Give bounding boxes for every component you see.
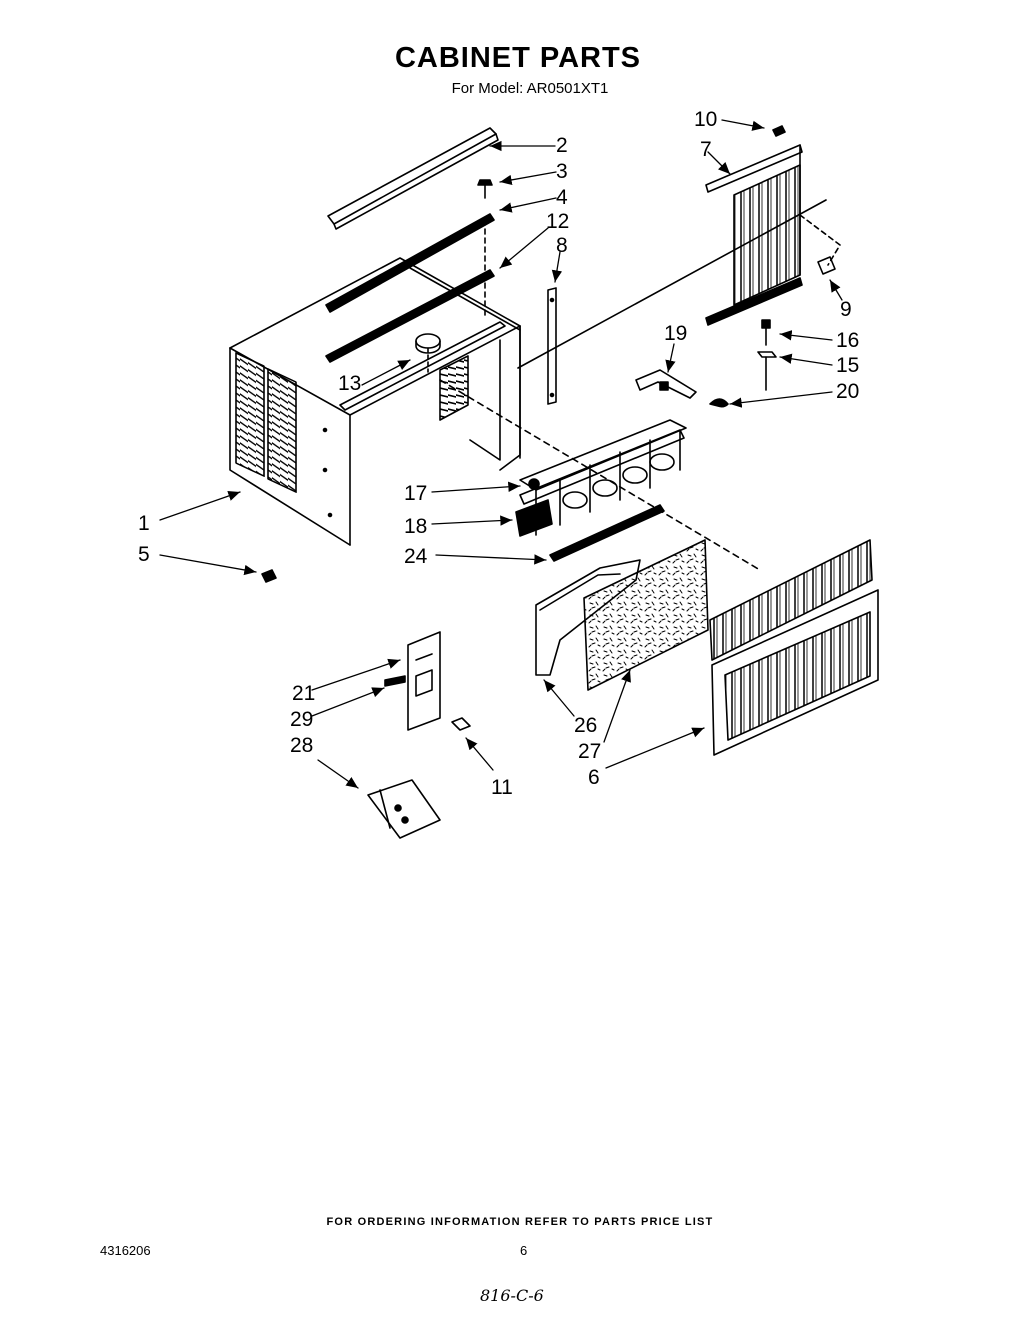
callout-labels: 1 2 3 4 5 6 7 8 9 10 11 12 13 15 16 17 1… — [138, 108, 859, 799]
callout-28: 28 — [290, 734, 313, 757]
callout-18: 18 — [404, 515, 427, 538]
clip-part-20 — [709, 398, 729, 408]
vertical-bracket-part-8 — [547, 287, 557, 405]
screw-part-3 — [477, 179, 493, 199]
assembly-line — [439, 379, 761, 571]
callout-27: 27 — [578, 740, 601, 763]
callout-6: 6 — [588, 766, 600, 789]
callout-21: 21 — [292, 682, 315, 705]
screw-part-16 — [761, 319, 771, 346]
callout-12: 12 — [546, 210, 569, 233]
callout-13: 13 — [338, 372, 361, 395]
callout-29: 29 — [290, 708, 313, 731]
callout-26: 26 — [574, 714, 597, 737]
leader-lines — [159, 119, 843, 789]
callout-3: 3 — [556, 160, 568, 183]
side-panel-part-7 — [705, 144, 803, 326]
ordering-note: FOR ORDERING INFORMATION REFER TO PARTS … — [326, 1216, 714, 1228]
lower-rail-part-24 — [549, 504, 665, 562]
blower-assembly-part-17-18 — [515, 419, 687, 537]
front-grille-part-6 — [709, 539, 879, 756]
page-title: CABINET PARTS — [394, 42, 642, 74]
shaft-part-29 — [384, 675, 406, 687]
callout-7: 7 — [700, 138, 712, 161]
screw-part-10 — [772, 125, 786, 137]
top-rail-part — [327, 127, 499, 230]
callout-10: 10 — [694, 108, 717, 131]
bracket-part-28 — [367, 779, 441, 839]
washer-part-15 — [757, 351, 777, 391]
assembly-line — [517, 199, 827, 369]
assembly-line — [799, 214, 841, 266]
callout-9: 9 — [840, 298, 852, 321]
screw-part-5 — [261, 569, 277, 583]
callout-16: 16 — [836, 329, 859, 352]
callout-1: 1 — [138, 512, 150, 535]
seal-strip-part-12 — [325, 269, 495, 363]
filter-part-27 — [583, 539, 709, 691]
document-number: 4316206 — [100, 1243, 151, 1258]
model-subtitle: For Model: AR0501XT1 — [451, 80, 609, 97]
knob-part-9 — [817, 256, 836, 275]
callout-8: 8 — [556, 234, 568, 257]
callout-2: 2 — [556, 134, 568, 157]
callout-19: 19 — [664, 322, 687, 345]
cap-part-13 — [415, 333, 441, 373]
callout-15: 15 — [836, 354, 859, 377]
callout-4: 4 — [556, 186, 568, 209]
callout-11: 11 — [491, 776, 513, 799]
mounting-bracket-part-19 — [635, 369, 697, 399]
callout-24: 24 — [404, 545, 428, 568]
cabinet-shell-part — [229, 257, 521, 546]
callout-20: 20 — [836, 380, 859, 403]
callout-5: 5 — [138, 543, 150, 566]
control-panel-part-21 — [407, 631, 441, 731]
handwritten-note: 816-C-6 — [480, 1286, 544, 1305]
callout-17: 17 — [404, 482, 427, 505]
page-number: 6 — [520, 1243, 528, 1258]
connector-part-11 — [451, 717, 471, 731]
